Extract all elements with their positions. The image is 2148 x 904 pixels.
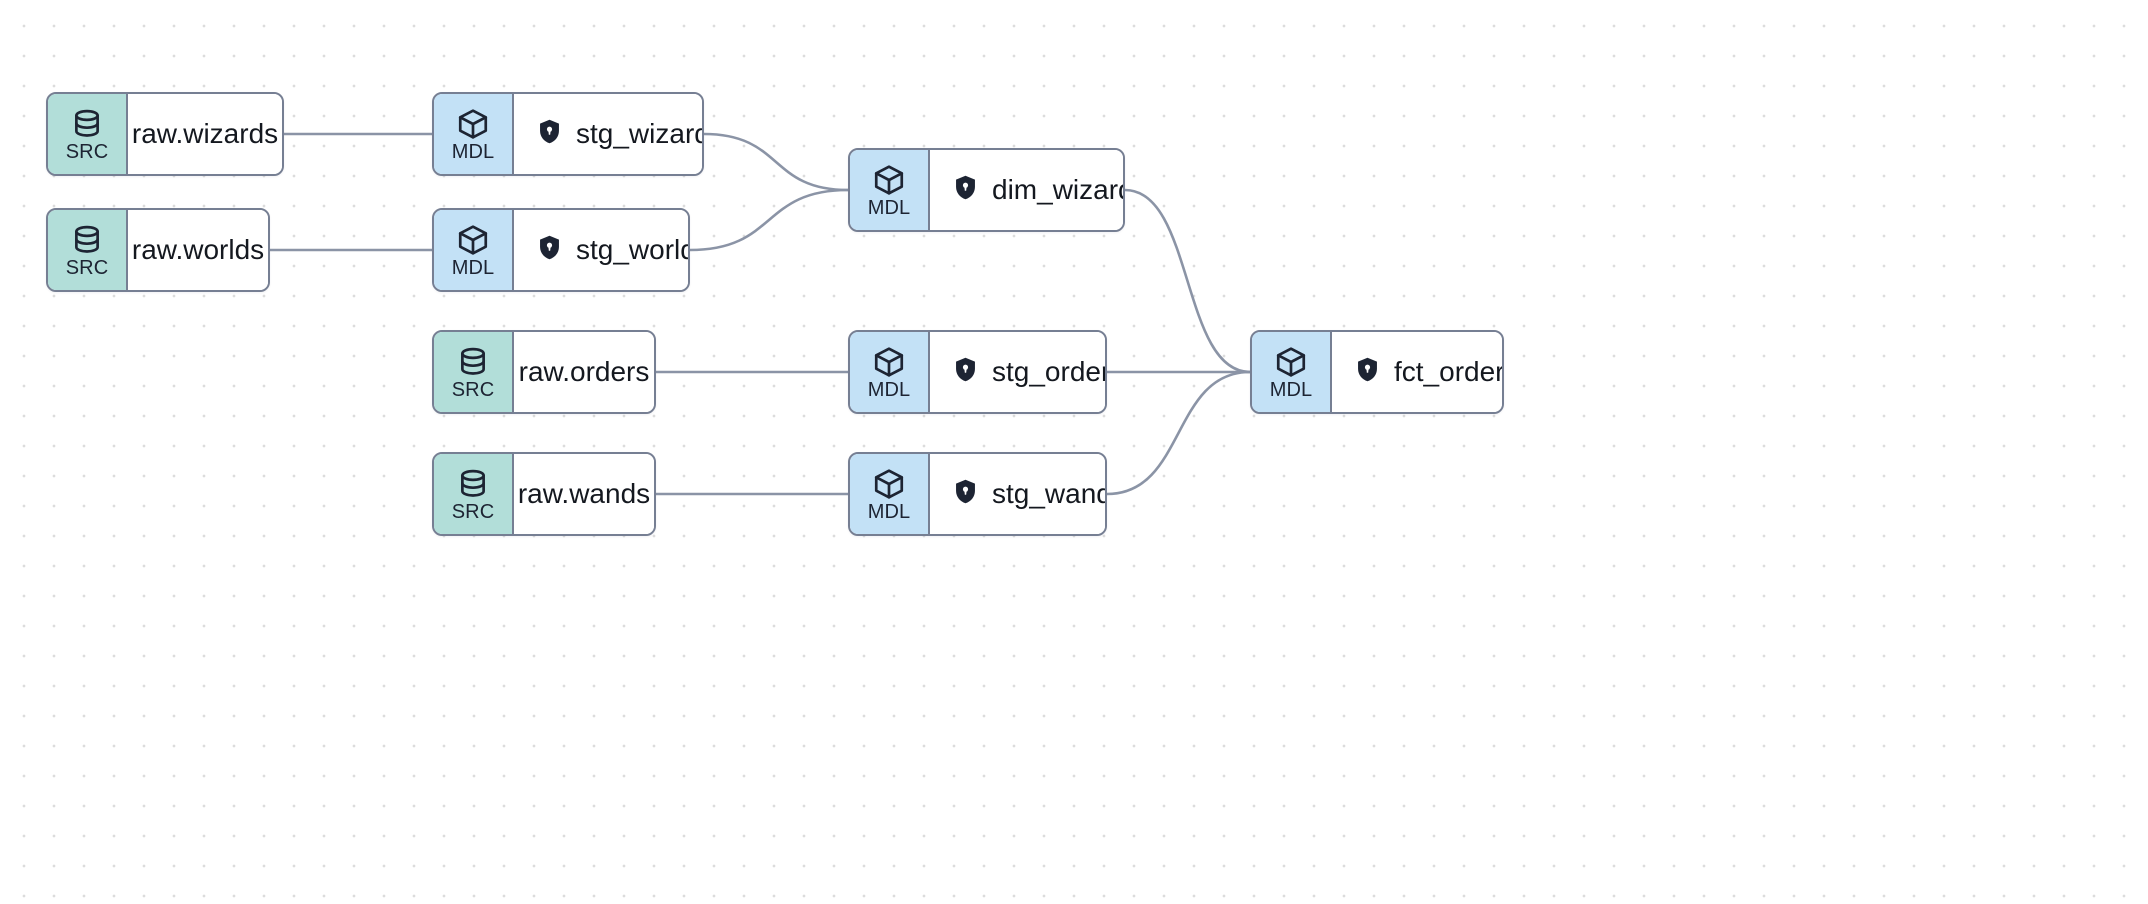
- node-body: stg_wizards: [514, 94, 702, 174]
- database-icon: [456, 345, 490, 379]
- cube-icon: [872, 163, 906, 197]
- node-raw_wizards[interactable]: SRC raw.wizards: [46, 92, 284, 176]
- node-label: raw.wands: [517, 478, 651, 509]
- node-body: raw.orders: [514, 332, 654, 412]
- database-icon-svg: [461, 347, 485, 375]
- node-badge-label: SRC: [451, 378, 495, 401]
- shield-lock-icon-svg: [1358, 357, 1377, 382]
- node-badge-mdl: MDL: [1252, 332, 1332, 412]
- node-badge-label: SRC: [65, 256, 109, 279]
- edge-stg_worlds-to-dim_wizards: [688, 188, 850, 252]
- node-body: stg_wands: [930, 454, 1105, 534]
- node-badge-label: MDL: [867, 500, 911, 523]
- node-badge-mdl: MDL: [434, 94, 514, 174]
- node-badge-mdl: MDL: [850, 454, 930, 534]
- node-badge-label: MDL: [451, 140, 495, 163]
- shield-lock-icon: [952, 356, 979, 388]
- shield-lock-icon: [536, 234, 563, 266]
- database-icon: [70, 223, 104, 257]
- node-raw_worlds[interactable]: SRC raw.worlds: [46, 208, 270, 292]
- database-icon: [456, 467, 490, 501]
- shield-lock-icon: [952, 478, 979, 510]
- node-label: fct_orders: [1394, 356, 1504, 387]
- node-body: dim_wizards: [930, 150, 1123, 230]
- shield-lock-icon: [1354, 356, 1381, 388]
- shield-lock-icon-svg: [956, 175, 975, 200]
- node-badge-src: SRC: [48, 210, 128, 290]
- node-label: raw.orders: [518, 356, 650, 387]
- node-label: dim_wizards: [992, 174, 1123, 205]
- database-icon-svg: [75, 109, 99, 137]
- node-label: stg_wands: [992, 478, 1105, 509]
- node-body: stg_worlds: [514, 210, 688, 290]
- node-body: raw.worlds: [128, 210, 268, 290]
- node-label: stg_wizards: [576, 118, 702, 149]
- edge-dim_wizards-to-fct_orders: [1123, 188, 1252, 374]
- node-body: stg_orders: [930, 332, 1105, 412]
- cube-icon-svg: [874, 164, 904, 195]
- cube-icon: [1274, 345, 1308, 379]
- node-badge-mdl: MDL: [850, 332, 930, 412]
- node-badge-src: SRC: [434, 454, 514, 534]
- node-stg_worlds[interactable]: MDL stg_worlds: [432, 208, 690, 292]
- node-badge-mdl: MDL: [434, 210, 514, 290]
- shield-lock-icon-svg: [540, 119, 559, 144]
- shield-lock-icon-svg: [540, 235, 559, 260]
- node-body: raw.wands: [514, 454, 654, 534]
- database-icon-svg: [75, 225, 99, 253]
- edge-stg_wands-to-fct_orders: [1105, 370, 1252, 496]
- shield-lock-icon: [536, 118, 563, 150]
- cube-icon-svg: [458, 108, 488, 139]
- node-stg_orders[interactable]: MDL stg_orders: [848, 330, 1107, 414]
- node-raw_orders[interactable]: SRC raw.orders: [432, 330, 656, 414]
- node-label: stg_orders: [992, 356, 1105, 387]
- node-badge-mdl: MDL: [850, 150, 930, 230]
- node-stg_wizards[interactable]: MDL stg_wizards: [432, 92, 704, 176]
- node-label: stg_worlds: [576, 234, 688, 265]
- node-badge-label: MDL: [867, 196, 911, 219]
- shield-lock-icon-svg: [956, 357, 975, 382]
- database-icon-svg: [461, 469, 485, 497]
- node-badge-label: MDL: [867, 378, 911, 401]
- node-label: raw.wizards: [131, 118, 279, 149]
- cube-icon-svg: [1276, 346, 1306, 377]
- node-raw_wands[interactable]: SRC raw.wands: [432, 452, 656, 536]
- node-body: raw.wizards: [128, 94, 282, 174]
- cube-icon: [872, 467, 906, 501]
- node-badge-label: SRC: [65, 140, 109, 163]
- shield-lock-icon: [952, 174, 979, 206]
- node-body: fct_orders: [1332, 332, 1502, 412]
- cube-icon-svg: [458, 224, 488, 255]
- node-dim_wizards[interactable]: MDL dim_wizards: [848, 148, 1125, 232]
- cube-icon: [456, 107, 490, 141]
- cube-icon-svg: [874, 468, 904, 499]
- node-badge-src: SRC: [434, 332, 514, 412]
- node-badge-label: MDL: [1269, 378, 1313, 401]
- cube-icon: [872, 345, 906, 379]
- node-badge-src: SRC: [48, 94, 128, 174]
- node-badge-label: MDL: [451, 256, 495, 279]
- shield-lock-icon-svg: [956, 479, 975, 504]
- database-icon: [70, 107, 104, 141]
- edge-stg_wizards-to-dim_wizards: [702, 132, 850, 192]
- node-label: raw.worlds: [131, 234, 265, 265]
- cube-icon-svg: [874, 346, 904, 377]
- node-badge-label: SRC: [451, 500, 495, 523]
- cube-icon: [456, 223, 490, 257]
- node-fct_orders[interactable]: MDL fct_orders: [1250, 330, 1504, 414]
- node-stg_wands[interactable]: MDL stg_wands: [848, 452, 1107, 536]
